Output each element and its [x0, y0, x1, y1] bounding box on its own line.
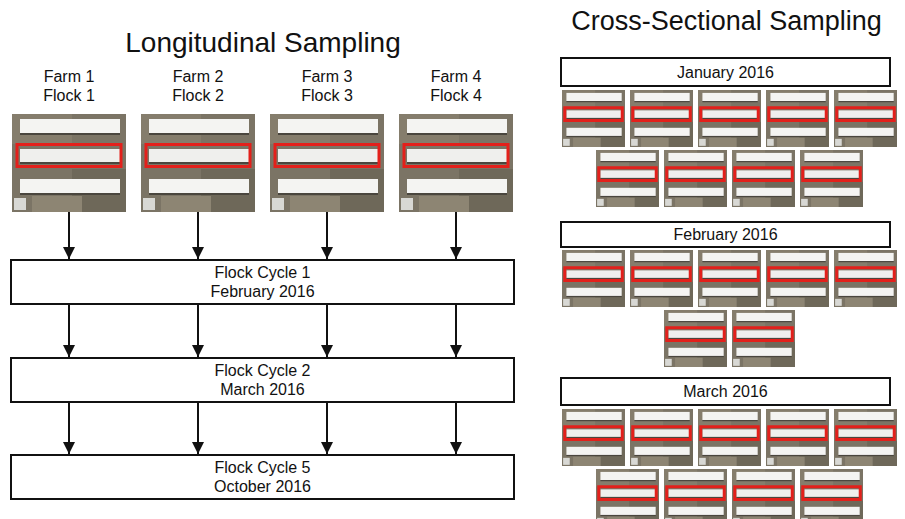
flow-arrow: [455, 305, 457, 357]
flock-cycle-box: Flock Cycle 2March 2016: [10, 357, 515, 403]
february-farm-images: [562, 250, 897, 367]
aerial-image: [732, 150, 795, 207]
aerial-image: [630, 409, 693, 466]
farm-label: Flock 3: [301, 86, 353, 105]
aerial-image: [698, 90, 761, 147]
january-farm-images: [562, 90, 897, 207]
flock-cycle-box: Flock Cycle 5October 2016: [10, 454, 515, 500]
aerial-image: [399, 114, 513, 212]
farm-label: Farm 2: [173, 67, 224, 86]
section-title: Cross-Sectional Sampling: [548, 6, 905, 37]
aerial-image: [562, 90, 625, 147]
aerial-image: [630, 250, 693, 307]
farm-label: Farm 1: [44, 67, 95, 86]
aerial-image: [12, 114, 126, 212]
aerial-image: [698, 250, 761, 307]
box-text: March 2016: [683, 382, 768, 401]
box-text: February 2016: [673, 225, 777, 244]
aerial-image: [732, 310, 795, 367]
flow-arrow: [455, 403, 457, 454]
aerial-image: [834, 409, 897, 466]
box-text: Flock Cycle 2: [214, 361, 310, 380]
month-header-box: March 2016: [560, 377, 891, 406]
flow-arrow: [455, 212, 457, 259]
flow-arrow: [326, 305, 328, 357]
aerial-image: [664, 150, 727, 207]
farm-flock: Farm 1Flock 1: [12, 66, 126, 212]
box-text: Flock Cycle 5: [214, 458, 310, 477]
box-text: Flock Cycle 1: [214, 263, 310, 282]
flow-arrow: [197, 212, 199, 259]
aerial-image: [834, 250, 897, 307]
aerial-image: [664, 469, 727, 519]
flow-arrow: [68, 305, 70, 357]
flow-arrow: [197, 305, 199, 357]
farm-label: Farm 4: [431, 67, 482, 86]
farm-flock: Farm 2Flock 2: [141, 66, 255, 212]
farm-label: Flock 2: [172, 86, 224, 105]
box-text: March 2016: [220, 380, 305, 399]
flow-arrow: [68, 403, 70, 454]
aerial-image: [766, 409, 829, 466]
aerial-image: [562, 250, 625, 307]
march-farm-images: [562, 409, 897, 519]
aerial-image: [698, 409, 761, 466]
flow-arrow: [68, 212, 70, 259]
aerial-image: [596, 469, 659, 519]
farm-label: Farm 3: [302, 67, 353, 86]
box-text: February 2016: [210, 282, 314, 301]
flow-arrow: [326, 212, 328, 259]
aerial-image: [800, 469, 863, 519]
farm-label: Flock 4: [430, 86, 482, 105]
aerial-image: [834, 90, 897, 147]
aerial-image: [732, 469, 795, 519]
box-text: October 2016: [214, 477, 311, 496]
month-header-box: February 2016: [560, 221, 891, 248]
farm-flock: Farm 3Flock 3: [270, 66, 384, 212]
aerial-image: [766, 250, 829, 307]
farm-label: Flock 1: [43, 86, 95, 105]
box-text: January 2016: [677, 63, 774, 82]
aerial-image: [800, 150, 863, 207]
longitudinal-farm-images: [12, 114, 513, 212]
aerial-image: [562, 409, 625, 466]
flow-arrow: [197, 403, 199, 454]
aerial-image: [630, 90, 693, 147]
flock-cycle-box: Flock Cycle 1February 2016: [10, 259, 515, 305]
aerial-image: [766, 90, 829, 147]
section-title: Longitudinal Sampling: [0, 27, 526, 59]
aerial-image: [141, 114, 255, 212]
aerial-image: [596, 150, 659, 207]
aerial-image: [664, 310, 727, 367]
flow-arrow: [326, 403, 328, 454]
farm-flock: Farm 4Flock 4: [399, 66, 513, 212]
month-header-box: January 2016: [560, 57, 891, 87]
aerial-image: [270, 114, 384, 212]
